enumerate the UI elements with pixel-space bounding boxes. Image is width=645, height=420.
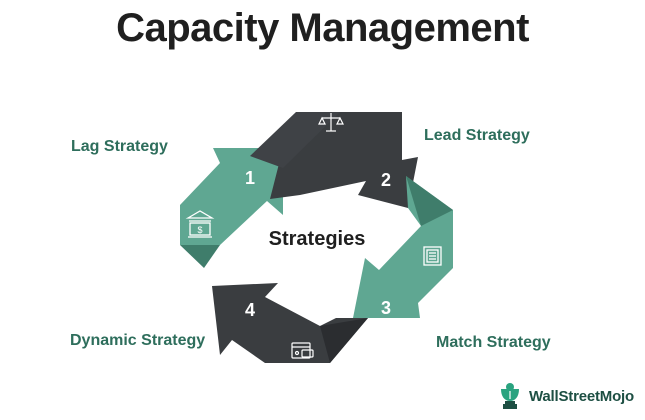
- svg-text:$: $: [197, 225, 202, 235]
- segment-4-number: 4: [245, 300, 255, 320]
- segment-2-number: 2: [381, 170, 391, 190]
- scales-icon: [318, 113, 344, 132]
- payment-card-icon: [291, 342, 314, 359]
- brand-name: WallStreetMojo: [529, 387, 634, 405]
- bank-icon: $: [185, 210, 215, 238]
- safe-icon: [423, 246, 442, 266]
- segment-1: [180, 148, 283, 268]
- page-title: Capacity Management: [116, 6, 529, 50]
- segment-2: [250, 112, 418, 208]
- center-label: Strategies: [269, 228, 366, 250]
- lag-strategy-label: Lag Strategy: [71, 138, 168, 155]
- match-strategy-label: Match Strategy: [436, 334, 551, 351]
- lead-strategy-label: Lead Strategy: [424, 127, 530, 144]
- dynamic-strategy-label: Dynamic Strategy: [70, 332, 206, 349]
- brand-logo: WallStreetMojo: [497, 381, 634, 411]
- segment-3: [353, 176, 453, 318]
- segment-1-number: 1: [245, 168, 255, 188]
- segment-3-number: 3: [381, 298, 391, 318]
- segment-4: [212, 283, 368, 363]
- mojo-logo-icon: [501, 383, 519, 409]
